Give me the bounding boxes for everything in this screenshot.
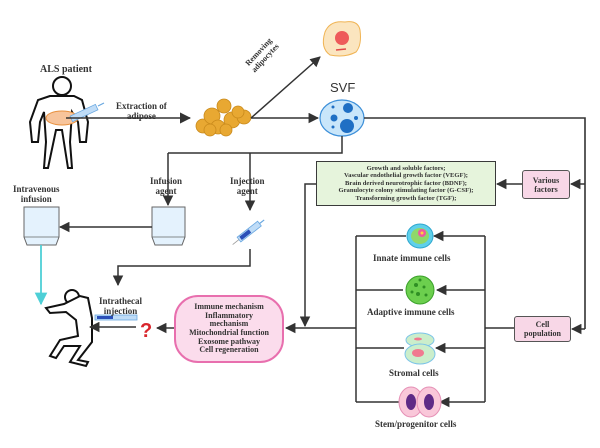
various-factors-box: Various factors [522, 170, 570, 199]
svf-label: SVF [330, 80, 356, 95]
extraction-label-line: Extraction of [116, 101, 167, 111]
injection-agent-label: Injection agent [230, 176, 265, 196]
mechanism-line: Inflammatory [205, 310, 253, 320]
stem-cell-icon [398, 386, 442, 418]
intravenous-label-line: infusion [20, 194, 52, 204]
injection-to-intrathecal-connector [112, 249, 251, 287]
adipose-tissue-icon [195, 98, 252, 137]
infusion-agent-label: Infusion agent [150, 176, 182, 196]
mechanism-line: Cell regeneration [199, 345, 259, 355]
factors-to-mechanisms-connector [299, 183, 316, 328]
extraction-label: Extraction of adipose [116, 101, 167, 121]
factor-line: Transforming growth factor (TGF); [355, 194, 457, 202]
stromal-cell-icon [404, 332, 436, 365]
factor-line: Growth and soluble factors; [366, 164, 446, 172]
injection-syringe-icon [232, 219, 265, 245]
infusion-agent-label-line: agent [155, 186, 177, 196]
svf-to-agents-connector [168, 136, 343, 154]
svf-icon [319, 99, 365, 137]
intrathecal-label: Intrathecal injection [99, 296, 142, 316]
intravenous-label-line: Intravenous [13, 184, 60, 194]
mechanism-line: Immune mechanism [194, 302, 264, 312]
innate-immune-cells-label: Innate immune cells [373, 253, 451, 263]
extraction-label-line: adipose [126, 111, 156, 121]
growth-factors-box: Growth and soluble factors; Vascular end… [316, 161, 496, 206]
mechanism-line: mechanism [209, 319, 249, 329]
mechanisms-box: Immune mechanism Inflammatory mechanism … [174, 295, 284, 363]
various-factors-line: factors [534, 184, 558, 194]
injection-agent-label-line: agent [236, 186, 258, 196]
mechanism-line: Exosome pathway [197, 336, 260, 346]
removing-adipocytes-arrow [250, 56, 321, 119]
intrathecal-syringe-icon [94, 314, 138, 321]
infusion-agent-bag-icon [151, 206, 186, 246]
various-factors-line: Various [532, 175, 560, 185]
als-patient-label: ALS patient [40, 64, 92, 75]
intravenous-bag-icon [23, 206, 60, 246]
injection-agent-label-line: Injection [230, 176, 265, 186]
treated-patient-figure-icon [44, 289, 93, 368]
factor-line: Vascular endothelial growth factor (VEGF… [344, 172, 468, 180]
stromal-cells-label: Stromal cells [389, 368, 439, 378]
question-mark-icon: ? [140, 320, 152, 342]
stem-progenitor-cells-label: Stem/progenitor cells [375, 419, 457, 429]
intravenous-label: Intravenous infusion [13, 184, 60, 204]
cell-population-line: Cell [535, 320, 550, 329]
cell-population-line: population [524, 329, 561, 338]
adipocyte-cell-icon [322, 21, 361, 57]
adaptive-immune-cells-label: Adaptive immune cells [367, 307, 455, 317]
mechanism-line: Mitochondrial function [189, 328, 269, 337]
intrathecal-label-line: injection [103, 306, 138, 316]
adaptive-immune-cell-icon [405, 275, 435, 305]
innate-immune-cell-icon [406, 223, 434, 249]
factor-line: Granulocyte colony stimulating factor (G… [338, 187, 474, 195]
infusion-agent-label-line: Infusion [150, 176, 183, 186]
factor-line: Brain derived neurotrophic factor (BDNF)… [345, 179, 467, 187]
cell-population-box: Cell population [514, 316, 571, 342]
intrathecal-label-line: Intrathecal [99, 296, 142, 306]
svf-right-connector [364, 117, 586, 329]
